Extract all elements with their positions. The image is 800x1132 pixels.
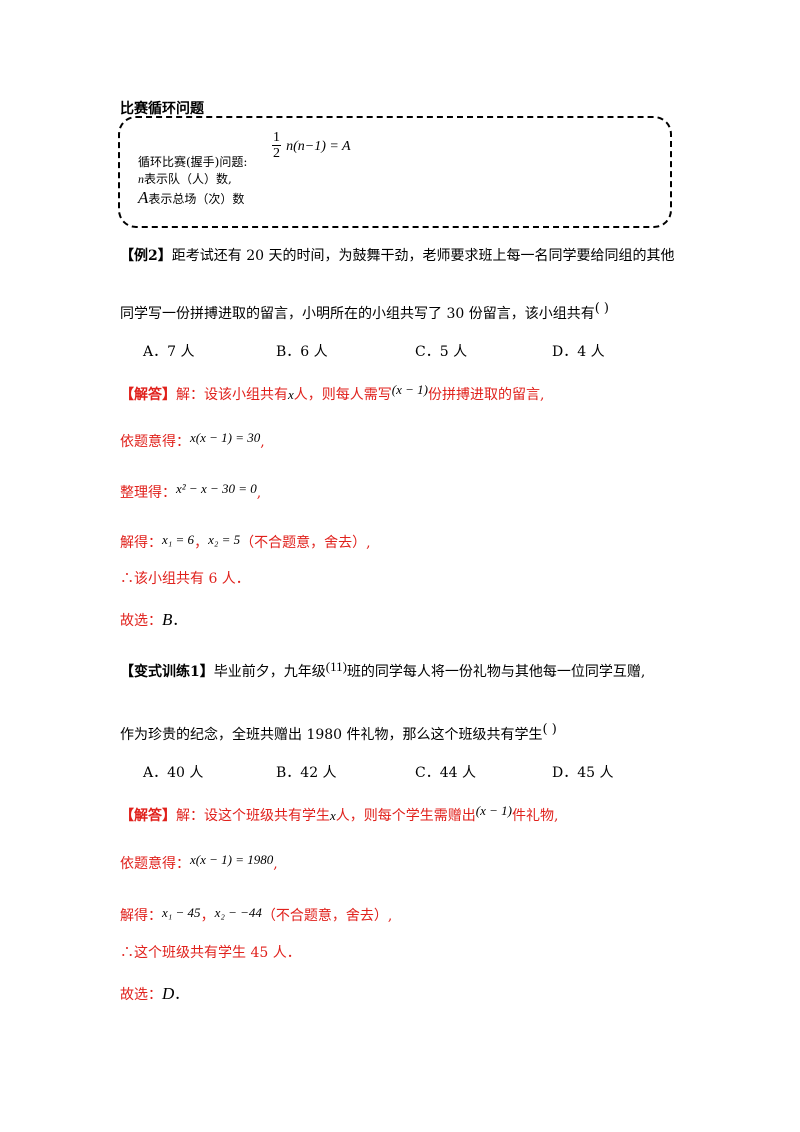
formula-fraction: 1 2 xyxy=(272,130,281,161)
example2-option-a: A．7 人 xyxy=(143,344,195,360)
variant1-solution-line-2: 依题意得：x(x − 1) = 1980, xyxy=(120,852,278,872)
variant1-line-2: 作为珍贵的纪念，全班共赠出 1980 件礼物，那么这个班级共有学生( ) xyxy=(120,722,557,743)
box-line-2: n表示队（人）数, xyxy=(138,172,232,186)
variant1-option-d: D．45 人 xyxy=(552,765,614,781)
example2-option-b: B．6 人 xyxy=(276,344,328,360)
section-title: 比赛循环问题 xyxy=(120,101,204,117)
answer-paren: ( ) xyxy=(594,301,609,316)
example2-solution-line-3: 整理得：x² − x − 30 = 0, xyxy=(120,481,262,501)
example2-solution-line-6: 故选：B． xyxy=(120,610,187,629)
example2-solution-line-1: 【解答】解：设该小组共有x人，则每人需写(x − 1)份拼搏进取的留言, xyxy=(120,382,545,403)
variant1-label: 【变式训练1】 xyxy=(120,664,214,680)
box-line-1: 循环比赛(握手)问题: xyxy=(138,155,248,169)
variant1-solution-line-5: 故选：D． xyxy=(120,984,189,1003)
example2-line-2: 同学写一份拼搏进取的留言，小明所在的小组共写了 30 份留言，该小组共有( ) xyxy=(120,301,609,322)
answer-paren: ( ) xyxy=(542,722,557,737)
variant1-option-b: B．42 人 xyxy=(276,765,337,781)
variant1-line-1: 【变式训练1】毕业前夕，九年级(11)班的同学每人将一份礼物与其他每一位同学互赠… xyxy=(120,659,646,680)
example2-option-c: C．5 人 xyxy=(415,344,468,360)
example2-solution-line-5: ∴该小组共有 6 人． xyxy=(120,571,250,587)
example2-label: 【例2】 xyxy=(120,248,172,264)
variant1-solution-line-4: ∴这个班级共有学生 45 人． xyxy=(120,945,301,961)
variant1-option-c: C．44 人 xyxy=(415,765,476,781)
example2-line-1: 【例2】距考试还有 20 天的时间，为鼓舞干劲，老师要求班上每一名同学要给同组的… xyxy=(120,248,675,264)
variant1-solution-line-1: 【解答】解：设这个班级共有学生x人，则每个学生需赠出(x − 1)件礼物, xyxy=(120,803,559,824)
formula: 1 2 n(n−1) = A xyxy=(272,130,351,161)
example2-solution-line-2: 依题意得：x(x − 1) = 30, xyxy=(120,430,265,450)
variant1-option-a: A．40 人 xyxy=(143,765,204,781)
formula-box xyxy=(118,116,672,228)
variant1-solution-line-3: 解得：x₁ − 45，x₂ − −44（不合题意，舍去）, xyxy=(120,905,393,924)
example2-option-d: D．4 人 xyxy=(552,344,605,360)
formula-rest: n(n−1) = A xyxy=(286,139,351,154)
example2-solution-line-4: 解得：x₁ = 6，x₂ = 5（不合题意，舍去）, xyxy=(120,532,371,551)
box-line-3: A表示总场（次）数 xyxy=(138,188,245,207)
